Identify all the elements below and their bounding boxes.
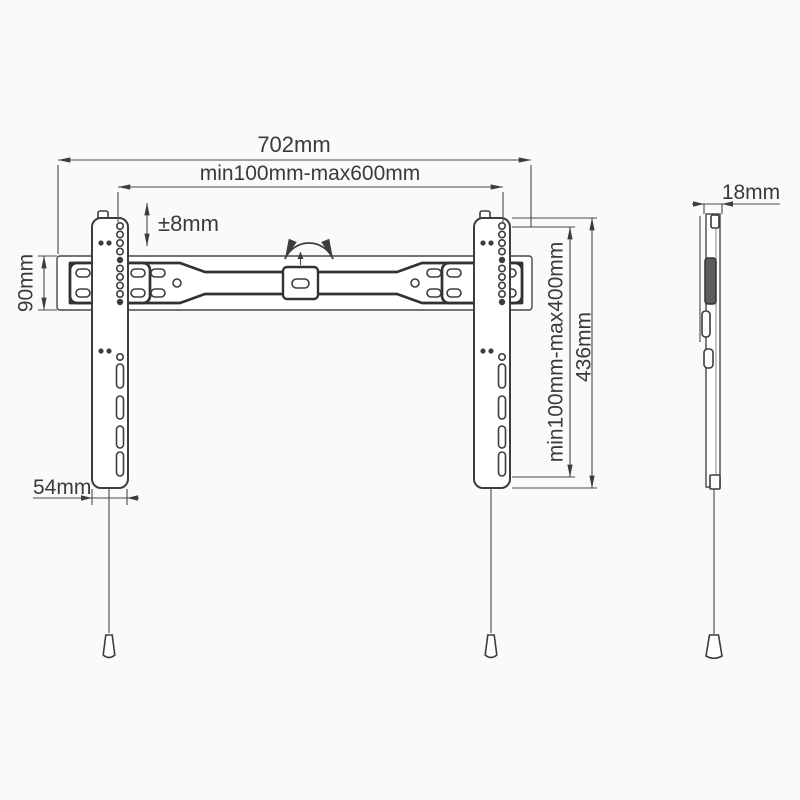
dim-label-overall-width: 702mm — [257, 132, 330, 157]
vesa-bracket-left — [91, 210, 129, 659]
arrowhead-icon — [127, 495, 138, 501]
rail-hole — [172, 278, 182, 288]
dim-label-profile-depth: 18mm — [722, 181, 780, 204]
side-view: 18mm — [692, 181, 780, 660]
rail-slot — [150, 288, 166, 298]
arrowhead-icon — [722, 201, 733, 207]
rail-slot — [426, 268, 442, 278]
dim-label-bracket-width: 54mm — [33, 476, 91, 499]
center-bracket — [281, 251, 320, 301]
center-bracket-slot — [291, 278, 310, 289]
rail-slot — [426, 288, 442, 298]
dimension-bracket-width: 54mm — [33, 476, 139, 505]
level-adjust-arrow-icon — [284, 238, 334, 260]
dimension-profile-depth: 18mm — [692, 181, 780, 214]
rail-slot — [130, 288, 146, 298]
profile-rail-section — [704, 257, 717, 305]
arrowhead-icon — [81, 495, 92, 501]
dim-label-height-adjustment: ±8mm — [158, 211, 219, 236]
dimension-bracket-height: 436mm — [512, 217, 597, 489]
dimension-rail-height: 90mm — [15, 254, 57, 312]
front-view: 702mm min100mm-max600mm ±8mm 90mm 54mm — [15, 132, 597, 659]
rail-slot — [75, 288, 91, 298]
rail-slot — [130, 268, 146, 278]
rail-slot — [150, 268, 166, 278]
dim-label-bracket-height: 436mm — [573, 312, 596, 382]
dim-label-rail-height: 90mm — [15, 254, 38, 312]
dimension-vesa-height: min100mm-max400mm — [512, 226, 575, 478]
vesa-bracket-right — [473, 210, 511, 659]
dim-label-vesa-height: min100mm-max400mm — [545, 242, 568, 463]
rail-slot — [446, 288, 462, 298]
rail-hole — [410, 278, 420, 288]
dim-label-vesa-width: min100mm-max600mm — [200, 162, 421, 185]
profile-hook — [701, 310, 711, 338]
dimension-vesa-width: min100mm-max600mm — [117, 162, 504, 222]
dimension-overall-width: 702mm — [57, 132, 532, 254]
up-arrow-head-icon — [297, 251, 304, 259]
profile-top-hook — [710, 214, 720, 229]
profile-bottom-clip — [709, 474, 721, 490]
rail-slot — [75, 268, 91, 278]
pull-cord-handle — [705, 634, 723, 660]
arrowhead-icon — [693, 201, 704, 207]
dimension-height-adjustment: ±8mm — [144, 202, 219, 247]
rail-slot — [446, 268, 462, 278]
profile-hook — [703, 348, 714, 369]
